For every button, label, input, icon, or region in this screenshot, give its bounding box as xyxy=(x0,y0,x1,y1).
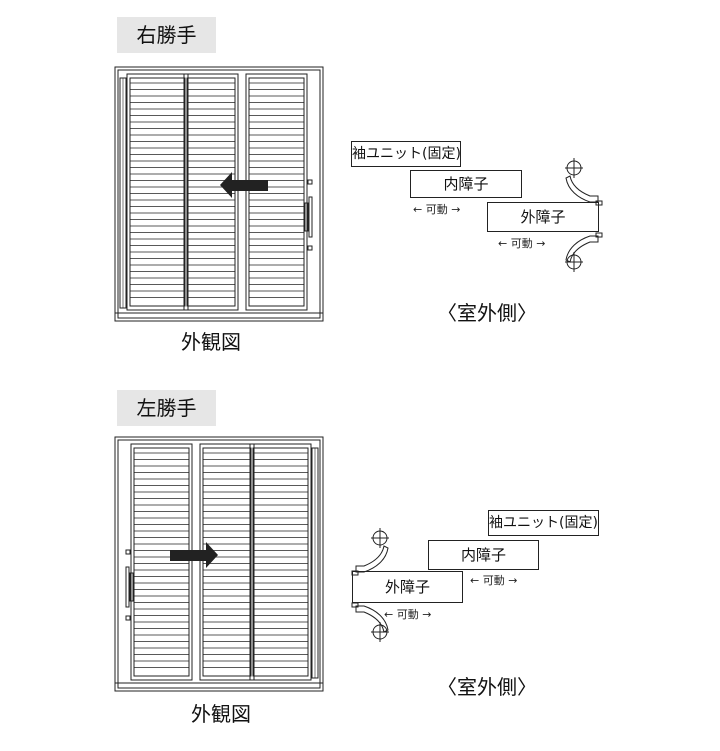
door-panel-inner xyxy=(202,447,252,677)
exterior-door-right xyxy=(114,66,324,322)
hinge-arm-bottom xyxy=(565,235,599,263)
door-panel-inner xyxy=(252,447,309,677)
slide-direction-arrow xyxy=(220,172,268,198)
hinge-arm-top xyxy=(355,545,389,573)
door-handle-grip xyxy=(129,572,134,602)
inner-sash-label: 内障子 xyxy=(428,540,539,570)
handing-tag-right: 右勝手 xyxy=(117,17,216,53)
door-outer-frame xyxy=(114,436,324,692)
door-panel-inner xyxy=(133,447,190,677)
door-panel xyxy=(249,443,312,681)
door-panel xyxy=(130,443,193,681)
lock-mark xyxy=(307,179,313,185)
door-panel xyxy=(183,73,239,311)
outer-movable-label: ← 可動 → xyxy=(384,608,432,621)
door-handle xyxy=(125,566,130,608)
hinge-pin-bottom xyxy=(351,602,359,608)
hinge-symbol-left xyxy=(351,528,389,642)
lock-mark xyxy=(307,245,313,251)
lock-mark xyxy=(125,615,131,621)
hinge-symbol-right xyxy=(565,158,603,272)
door-panel xyxy=(245,73,308,311)
hinge-arm-top xyxy=(565,175,599,203)
side-unit-fixed-label: 袖ユニット(固定) xyxy=(351,141,461,167)
outer-sash-label: 外障子 xyxy=(352,571,463,603)
hinge-pin-top xyxy=(595,200,603,206)
door-handle xyxy=(308,196,313,238)
outdoor-side-label-right: 〈室外側〉 xyxy=(437,301,537,325)
door-outer-frame xyxy=(114,66,324,322)
hinge-pin-top xyxy=(351,570,359,576)
door-panel-inner xyxy=(129,77,186,307)
outer-sash-label: 外障子 xyxy=(487,202,599,232)
exterior-caption-left: 外観図 xyxy=(191,702,251,726)
side-unit-fixed-label: 袖ユニット(固定) xyxy=(488,510,599,536)
door-panel-inner xyxy=(248,77,305,307)
door-panel xyxy=(199,443,255,681)
handing-tag-left: 左勝手 xyxy=(117,390,216,426)
exterior-caption-right: 外観図 xyxy=(181,330,241,354)
hinge-arm-bottom xyxy=(355,605,389,633)
inner-sash-label: 内障子 xyxy=(410,170,522,198)
door-panel xyxy=(126,73,189,311)
slide-direction-arrow xyxy=(170,542,218,568)
inner-movable-label: ← 可動 → xyxy=(470,574,518,587)
outer-movable-label: ← 可動 → xyxy=(498,237,546,250)
inner-movable-label: ← 可動 → xyxy=(413,203,461,216)
hinge-pin-bottom xyxy=(595,232,603,238)
door-inner-frame xyxy=(117,69,321,319)
exterior-door-left xyxy=(114,436,324,692)
door-panel-inner xyxy=(186,77,236,307)
door-inner-frame xyxy=(117,439,321,689)
lock-mark xyxy=(125,549,131,555)
outdoor-side-label-left: 〈室外側〉 xyxy=(437,675,537,699)
door-handle-grip xyxy=(304,202,309,232)
